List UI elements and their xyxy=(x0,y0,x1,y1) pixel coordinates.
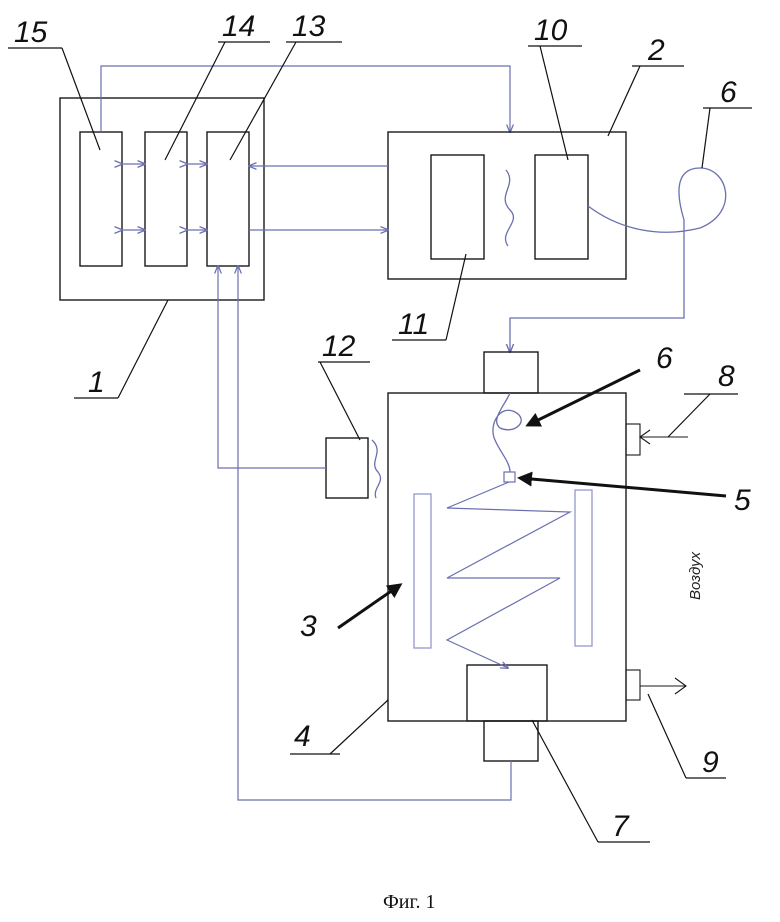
air-label: Воздух xyxy=(687,551,704,600)
label-6-top: 6 xyxy=(720,76,737,109)
wave-between-11-10 xyxy=(505,170,513,246)
block-14 xyxy=(145,132,187,266)
inlet-port-top xyxy=(484,352,538,393)
label-5: 5 xyxy=(734,484,751,517)
bold-arrow-3 xyxy=(338,585,400,628)
fiber-6-inner xyxy=(493,393,521,472)
label-2: 2 xyxy=(647,34,665,67)
label-1: 1 xyxy=(88,366,105,399)
block-15 xyxy=(80,132,122,266)
fiber-6 xyxy=(510,168,726,352)
outlet-block-7 xyxy=(467,665,547,721)
bold-arrow-5 xyxy=(520,478,726,496)
sensor-12-wave xyxy=(372,440,381,498)
plate-left xyxy=(414,494,431,648)
sensor-12 xyxy=(326,438,368,498)
label-10: 10 xyxy=(534,14,568,47)
label-7: 7 xyxy=(612,810,630,843)
label-11: 11 xyxy=(398,308,429,341)
label-14: 14 xyxy=(222,10,255,43)
label-6-chamber: 6 xyxy=(656,342,673,375)
label-15: 15 xyxy=(14,16,48,49)
block-11 xyxy=(431,155,484,259)
bold-arrow-6 xyxy=(528,370,640,425)
wire-15-to-2 xyxy=(101,66,510,132)
figure-caption: Фиг. 1 xyxy=(383,891,435,913)
block-13 xyxy=(207,132,249,266)
air-outlet-9 xyxy=(626,670,640,700)
air-inlet-8 xyxy=(626,424,640,455)
label-13: 13 xyxy=(292,10,326,43)
label-3: 3 xyxy=(300,610,317,643)
label-9: 9 xyxy=(702,746,719,779)
wire-7-to-13 xyxy=(238,266,511,800)
sensor-5 xyxy=(504,472,515,482)
label-12: 12 xyxy=(322,330,356,363)
wires-15-14-13 xyxy=(122,164,207,230)
label-4: 4 xyxy=(294,720,311,753)
block-10 xyxy=(535,155,588,259)
outlet-stub-7 xyxy=(484,721,538,761)
label-8: 8 xyxy=(718,360,735,393)
block-1-control-unit xyxy=(60,98,264,300)
chamber-4 xyxy=(388,393,626,721)
wire-12-to-13 xyxy=(218,266,326,468)
plate-right xyxy=(575,490,592,646)
zigzag-flow xyxy=(447,482,570,668)
